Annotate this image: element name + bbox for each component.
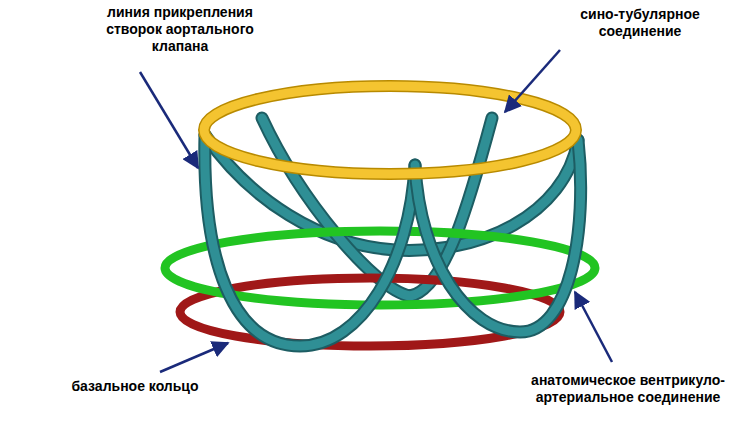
stj-ring [204, 86, 576, 174]
callout-label: анатомическое вентрикуло-артериальное со… [516, 372, 741, 406]
callout-label: базальное кольцо [35, 378, 235, 395]
leader-arrows [140, 50, 612, 372]
callout-label: линия прикрепления створок аортального к… [93, 4, 268, 55]
callout-label: сино-тубулярное соединение [565, 6, 715, 40]
stj-outline [204, 86, 576, 174]
